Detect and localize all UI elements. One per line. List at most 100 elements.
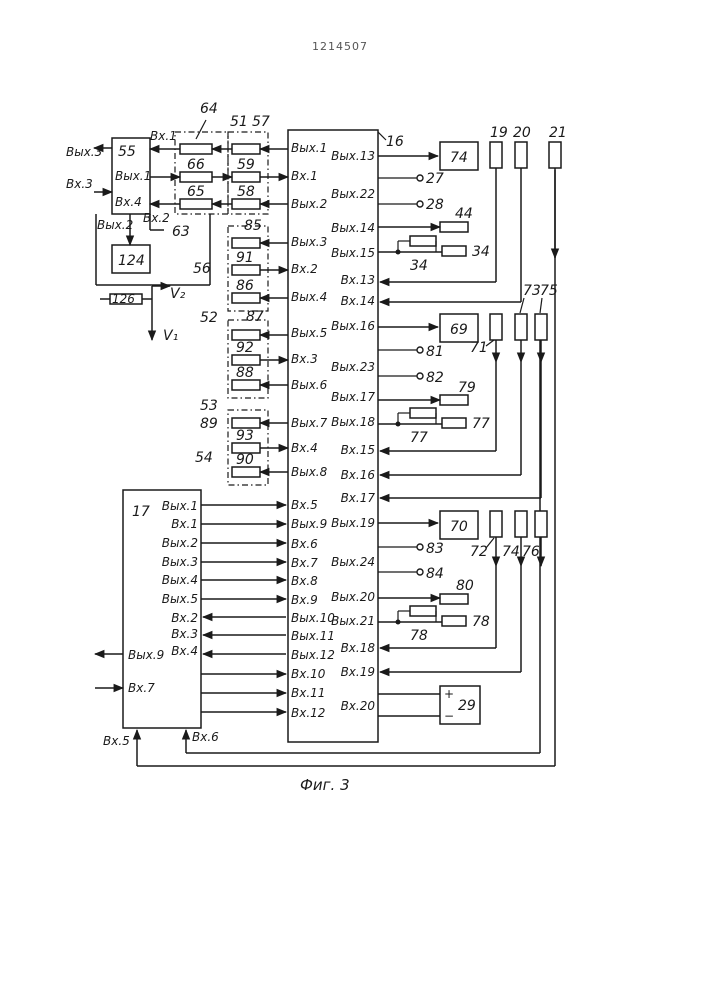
label-90: 90 xyxy=(236,452,254,468)
pin-label: Вх.4 xyxy=(115,195,142,209)
element-58 xyxy=(232,199,260,209)
label-75: 75 xyxy=(540,283,558,299)
label-73: 73 xyxy=(523,283,541,299)
pin-label: Вых.2 xyxy=(291,197,327,211)
pin-label: Вых.7 xyxy=(291,416,328,430)
label-57: 57 xyxy=(252,114,270,130)
pin-label: Вых.21 xyxy=(331,614,375,628)
label-21: 21 xyxy=(549,125,567,141)
element-85 xyxy=(232,238,260,248)
pin-label: Вых.4 xyxy=(162,573,198,587)
pin-label: Вых.19 xyxy=(331,516,375,530)
label-77a: 77 xyxy=(410,430,428,446)
element-65 xyxy=(180,199,212,209)
element-86 xyxy=(232,293,260,303)
pin-label: Вых.2 xyxy=(162,536,198,550)
label-64: 64 xyxy=(200,101,218,117)
label-28: 28 xyxy=(426,197,444,213)
element-75 xyxy=(535,314,547,340)
label-52: 52 xyxy=(200,310,218,326)
element-76 xyxy=(535,511,547,537)
pin-label: Вых.9 xyxy=(291,517,327,531)
pin-label: Вх.17 xyxy=(341,491,376,505)
label-27: 27 xyxy=(426,171,444,187)
pin-label: Вх.6 xyxy=(192,730,219,744)
pin-label: Вых.5 xyxy=(291,326,327,340)
pin-label: Вх.3 xyxy=(66,177,93,191)
pin-label: Вх.9 xyxy=(291,593,318,607)
pin-label: Вх.1 xyxy=(291,169,318,183)
label-y2: V₂ xyxy=(170,286,186,302)
pin-label: Вых.14 xyxy=(331,221,375,235)
figure-caption: Фиг. 3 xyxy=(300,776,350,794)
element-77b xyxy=(442,418,466,428)
pin-label: Вых.3 xyxy=(66,145,102,159)
element-91 xyxy=(232,265,260,275)
pin-label: Вх.6 xyxy=(291,537,318,551)
element-66b xyxy=(180,172,212,182)
element-78b xyxy=(442,616,466,626)
pin-label: Вых.3 xyxy=(162,555,198,569)
pin-label: Вх.16 xyxy=(341,468,376,482)
label-56: 56 xyxy=(193,261,211,277)
label-81: 81 xyxy=(426,344,444,360)
pin-label: Вых.23 xyxy=(331,360,375,374)
label-91: 91 xyxy=(236,250,254,266)
element-34b xyxy=(442,246,466,256)
element-90 xyxy=(232,467,260,477)
label-93: 93 xyxy=(236,428,254,444)
pin-label: Вых.13 xyxy=(331,149,375,163)
label-y1: V₁ xyxy=(163,328,178,344)
element-77a xyxy=(410,408,436,418)
pin-label: Вх.19 xyxy=(341,665,375,679)
pin-label: Вх.2 xyxy=(171,611,198,625)
label-74b: 74 xyxy=(502,544,520,560)
label-51: 51 xyxy=(230,114,248,130)
label-63: 63 xyxy=(172,224,190,240)
element-80 xyxy=(440,594,468,604)
block-55-number: 55 xyxy=(118,144,136,160)
pin-label: Вых.9 xyxy=(128,648,164,662)
label-34a: 34 xyxy=(410,258,428,274)
label-126: 126 xyxy=(112,292,135,306)
label-72: 72 xyxy=(470,544,488,560)
element-87 xyxy=(232,330,260,340)
label-83: 83 xyxy=(426,541,444,557)
pin-label: Вх.20 xyxy=(341,699,376,713)
pin-label: Вых.17 xyxy=(331,390,375,404)
label-54: 54 xyxy=(195,450,213,466)
pin-label: Вх.15 xyxy=(341,443,375,457)
pin-label: Вх.7 xyxy=(291,556,318,570)
element-89 xyxy=(232,418,260,428)
label-87: 87 xyxy=(246,309,264,325)
patent-number: 1214507 xyxy=(312,40,368,53)
label-79: 79 xyxy=(458,380,476,396)
pin-label: Вых.20 xyxy=(331,590,375,604)
pin-label: Вх.14 xyxy=(341,294,375,308)
element-73 xyxy=(515,314,527,340)
block-16-number: 16 xyxy=(386,134,404,150)
pin-label: Вых.18 xyxy=(331,415,375,429)
pin-label: Вых.1 xyxy=(115,169,151,183)
pin-label: Вых.5 xyxy=(162,592,198,606)
pin-label: Вых.12 xyxy=(291,648,335,662)
label-124: 124 xyxy=(118,253,145,269)
element-21 xyxy=(549,142,561,168)
label-minus: − xyxy=(444,709,454,723)
pin-label: Вых.10 xyxy=(291,611,335,625)
element-19 xyxy=(490,142,502,168)
label-58: 58 xyxy=(237,184,255,200)
pin-label: Вых.2 xyxy=(97,218,133,232)
bus-17-16 xyxy=(201,505,286,712)
label-70: 70 xyxy=(450,519,468,535)
block-17-number: 17 xyxy=(132,504,150,520)
pin-label: Вых.24 xyxy=(331,555,375,569)
label-82: 82 xyxy=(426,370,444,386)
label-20: 20 xyxy=(513,125,531,141)
pin-label: Вх.4 xyxy=(291,441,318,455)
element-59top xyxy=(232,144,260,154)
element-78a xyxy=(410,606,436,616)
pin-label: Вх.8 xyxy=(291,574,318,588)
element-59 xyxy=(232,172,260,182)
